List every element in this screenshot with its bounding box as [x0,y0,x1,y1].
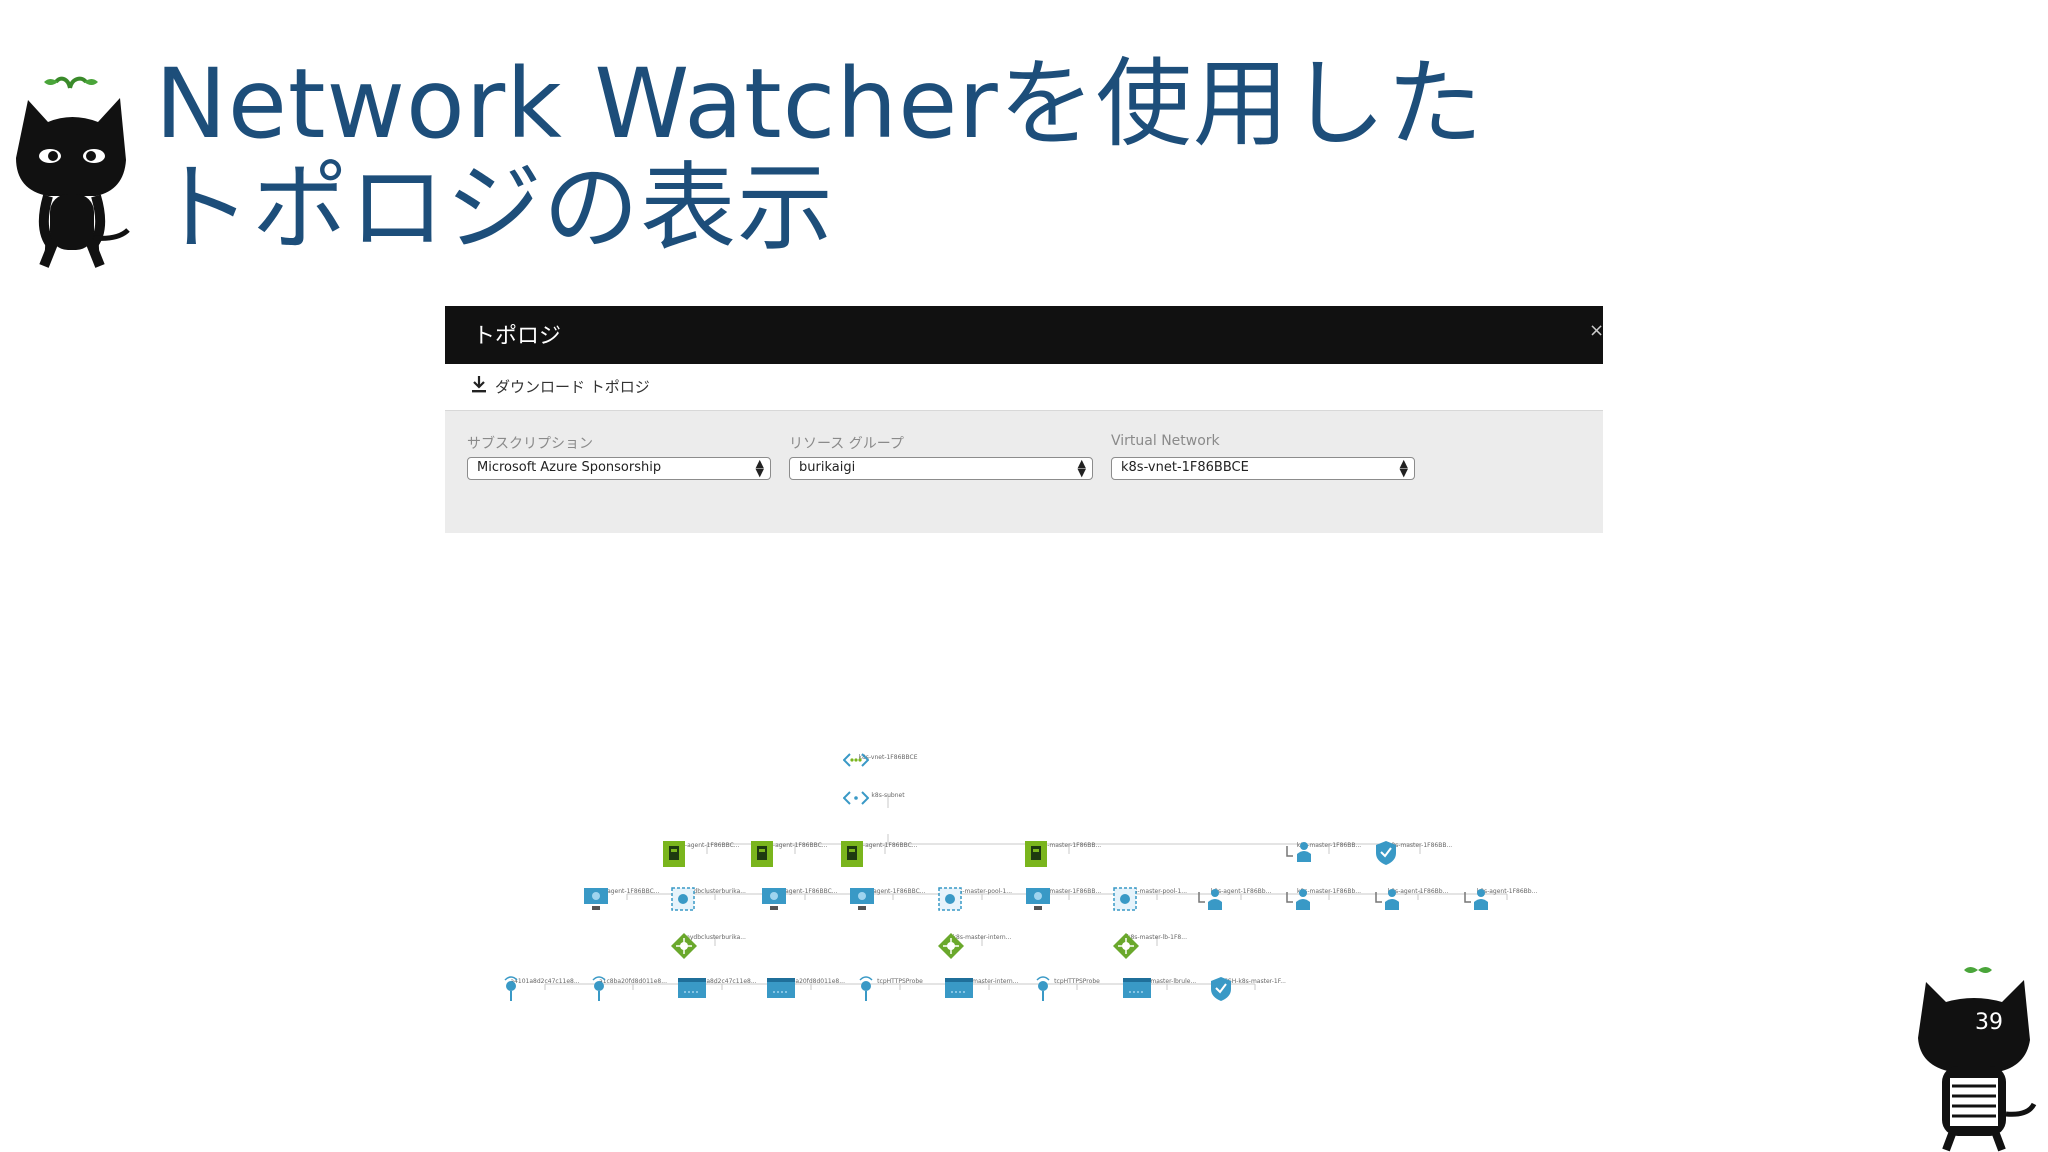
topology-node[interactable]: k8s-master-1F86BB... [1284,840,1374,862]
blade-title: トポロジ [473,324,562,349]
topology-node-label: k8s-master-intern... [959,978,1019,985]
select-updown-icon: ▲▼ [755,457,764,479]
blade-toolbar: ダウンロード トポロジ [445,364,1603,410]
topology-diagram: k8s-vnet-1F86BBCE k8s-subnet k8s-agent-1F8… [445,532,1603,1152]
virtual-network-value: k8s-vnet-1F86BBCE [1121,460,1249,475]
topology-node-label: k8s-master-1F86BB... [1036,888,1102,895]
topology-node[interactable]: k8s-agent-1F86BBC... [840,840,930,867]
topology-node-label: k8s-agent-1F86BBC... [594,888,660,895]
topology-node[interactable]: k8s-agent-1F86BBC... [760,886,850,910]
topology-node-label: k8s-agent-1F86Bb... [1387,888,1449,895]
topology-node-label: k8s-agent-1F86Bb... [1210,888,1272,895]
topology-node[interactable]: k8s-master-lb-1F8... [1112,932,1202,959]
topology-node-label: SSH-k8s-master-1F... [1224,978,1286,985]
topology-node[interactable]: k8s-agent-1F86BBC... [848,886,938,910]
topology-node-label: k8s-agent-1F86Bb... [1476,888,1538,895]
topology-node[interactable]: SSH-k8s-master-1F... [1210,976,1300,1001]
topology-node[interactable]: tcpHTTPSProbe [855,976,945,1001]
virtual-network-filter: Virtual Network k8s-vnet-1F86BBCE ▲▼ [1111,433,1415,480]
subscription-select[interactable]: Microsoft Azure Sponsorship ▲▼ [467,457,771,480]
topology-node-label: k8s-master-1F86Bb... [1296,888,1362,895]
topology-node-label: a4101a8d2c47c11e8... [687,978,757,985]
topology-node[interactable]: mydbclusterburika... [670,886,760,911]
subscription-filter: サブスクリプション Microsoft Azure Sponsorship ▲▼ [467,433,771,480]
topology-node-label: k8s-master-pool-1... [1126,888,1188,895]
topology-node[interactable]: k8s-master-lbrule... [1122,976,1212,998]
virtual-network-select[interactable]: k8s-vnet-1F86BBCE ▲▼ [1111,457,1415,480]
download-icon [471,375,487,397]
topology-node-label: tcpHTTPSProbe [877,978,923,985]
topology-node[interactable]: k8s-agent-1F86Bb... [1373,886,1463,910]
topology-node-label: k8s-master-lbrule... [1137,978,1197,985]
topology-node[interactable]: k8s-master-1F86BB... [1375,840,1465,865]
slide-title: Network Watcherを使用した トポロジの表示 [155,52,1484,260]
topology-node-label: k8s-agent-1F86BBC... [852,842,918,849]
topology-node-label: a1c8ba20fd8d011e8... [777,978,845,985]
topology-node-label: k8s-agent-1F86BBC... [860,888,926,895]
select-updown-icon: ▲▼ [1399,457,1408,479]
topology-node[interactable]: k8s-master-1F86BB... [1024,840,1114,867]
download-topology-label: ダウンロード トポロジ [495,377,650,396]
topology-node[interactable]: tcpHTTPSProbe [1032,976,1122,1001]
topology-node-label: k8s-vnet-1F86BBCE [858,754,918,761]
topology-node-label: a1c8ba20fd8d011e8... [599,978,667,985]
topology-node-label: k8s-master-intern... [952,934,1012,941]
topology-node-label: k8s-master-lb-1F8... [1127,934,1187,941]
topology-node-label: k8s-agent-1F86BBC... [674,842,740,849]
topology-node[interactable]: k8s-agent-1F86BBC... [750,840,840,867]
topology-node-label: k8s-subnet [871,792,905,799]
topology-node-label: k8s-agent-1F86BBC... [772,888,838,895]
cat-mascot-page-badge [1912,954,2038,1152]
slide-title-line-1: Network Watcherを使用した [155,48,1484,160]
topology-node-label: k8s-master-1F86BB... [1036,842,1102,849]
topology-node[interactable]: a1c8ba20fd8d011e8... [766,976,856,998]
virtual-network-label: Virtual Network [1111,433,1220,449]
topology-node[interactable]: k8s-master-intern... [937,932,1027,959]
topology-node-label: k8s-agent-1F86BBC... [762,842,828,849]
topology-node[interactable]: k8s-agent-1F86Bb... [1196,886,1286,910]
download-topology-button[interactable]: ダウンロード トポロジ [471,375,650,397]
topology-node[interactable]: k8s-master-1F86Bb... [1284,886,1374,910]
topology-node[interactable]: k8s-master-1F86BB... [1024,886,1114,910]
cat-mascot-logo [8,70,138,270]
resource-group-select[interactable]: burikaigi ▲▼ [789,457,1093,480]
topology-node[interactable]: k8s-agent-1F86BBC... [582,886,672,910]
topology-node-label: mydbclusterburika... [684,934,746,941]
subscription-value: Microsoft Azure Sponsorship [477,460,662,475]
topology-node[interactable]: k8s-vnet-1F86BBCE [843,752,933,767]
slide-title-line-2: トポロジの表示 [155,152,834,264]
topology-node[interactable]: k8s-agent-1F86BBC... [662,840,752,867]
topology-node-label: mydbclusterburika... [684,888,746,895]
close-icon[interactable]: × [1589,320,1603,341]
resource-group-label: リソース グループ [789,436,904,452]
topology-node[interactable]: k8s-agent-1F86Bb... [1462,886,1552,910]
page-number: 39 [1975,1010,2003,1035]
topology-node-label: a4101a8d2c47c11e8... [510,978,580,985]
topology-node[interactable]: a1c8ba20fd8d011e8... [588,976,678,1001]
topology-node[interactable]: a4101a8d2c47c11e8... [500,976,590,1001]
topology-node-label: k8s-master-1F86BB... [1387,842,1453,849]
topology-node[interactable]: a4101a8d2c47c11e8... [677,976,767,998]
topology-node[interactable]: k8s-master-intern... [944,976,1034,998]
subscription-label: サブスクリプション [467,436,593,452]
topology-node-label: k8s-master-1F86BB... [1296,842,1362,849]
resource-group-filter: リソース グループ burikaigi ▲▼ [789,433,1093,480]
topology-node-label: tcpHTTPSProbe [1054,978,1100,985]
topology-node[interactable]: k8s-master-pool-1... [1112,886,1202,911]
topology-node[interactable]: mydbclusterburika... [670,932,760,959]
topology-node[interactable]: k8s-subnet [843,790,933,805]
topology-node[interactable]: k8s-master-pool-1... [937,886,1027,911]
resource-group-value: burikaigi [799,460,856,475]
blade-header: トポロジ × [445,306,1603,365]
filter-panel: サブスクリプション Microsoft Azure Sponsorship ▲▼… [445,410,1603,533]
topology-node-label: k8s-master-pool-1... [951,888,1013,895]
select-updown-icon: ▲▼ [1077,457,1086,479]
topology-blade: トポロジ × ダウンロード トポロジ サブスクリプション Microsoft A… [445,306,1603,1152]
